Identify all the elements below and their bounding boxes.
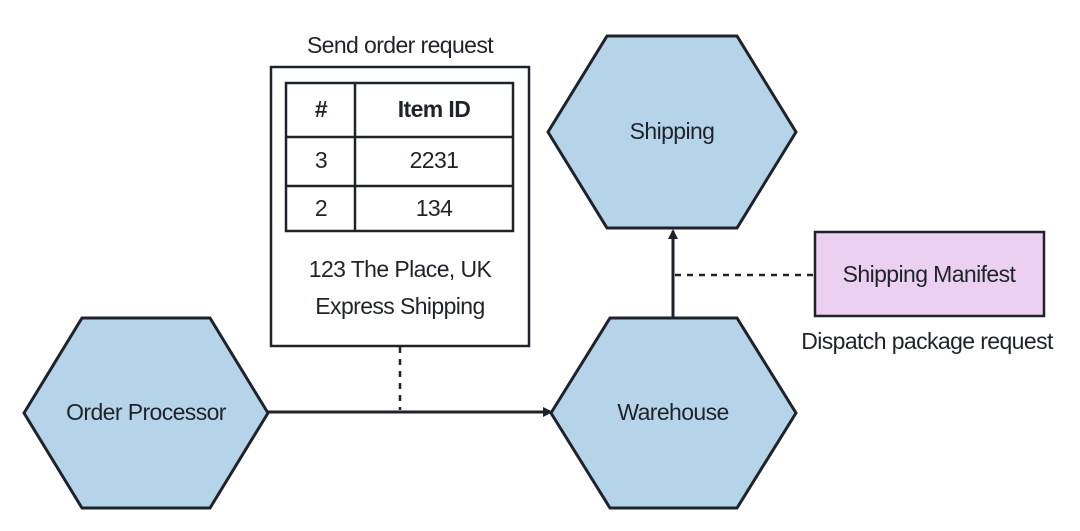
- shipping-manifest-box: [813, 230, 1046, 318]
- warehouse-hexagon: [549, 316, 798, 510]
- table-header-item-id: Item ID: [398, 96, 470, 122]
- table-header-count: #: [315, 96, 328, 122]
- warehouse-label: Warehouse: [617, 399, 728, 425]
- table-cell: 3: [315, 147, 327, 173]
- table-cell: 2231: [410, 147, 459, 173]
- order-request-box: [269, 65, 531, 348]
- shipping-manifest-message: Shipping Manifest Dispatch package reque…: [801, 230, 1055, 354]
- order-request-message: Send order request # Item ID 3 2231 2 13…: [269, 32, 531, 348]
- table-outline: [284, 81, 515, 233]
- warehouse-node[interactable]: Warehouse: [549, 316, 798, 510]
- shipping-method: Express Shipping: [315, 293, 484, 319]
- shipping-manifest-label: Shipping Manifest: [843, 261, 1017, 287]
- order-request-caption: Send order request: [307, 32, 494, 58]
- shipping-hexagon: [546, 34, 798, 230]
- order-processor-hexagon: [22, 316, 270, 510]
- dispatch-request-caption: Dispatch package request: [801, 328, 1054, 354]
- order-processor-label: Order Processor: [66, 399, 227, 425]
- order-processor-node[interactable]: Order Processor: [22, 316, 270, 510]
- order-items-table: # Item ID 3 2231 2 134: [284, 81, 515, 233]
- table-cell: 134: [416, 195, 453, 221]
- shipping-label: Shipping: [630, 118, 715, 144]
- shipping-node[interactable]: Shipping: [546, 34, 798, 230]
- delivery-address: 123 The Place, UK: [309, 256, 493, 282]
- table-cell: 2: [315, 195, 327, 221]
